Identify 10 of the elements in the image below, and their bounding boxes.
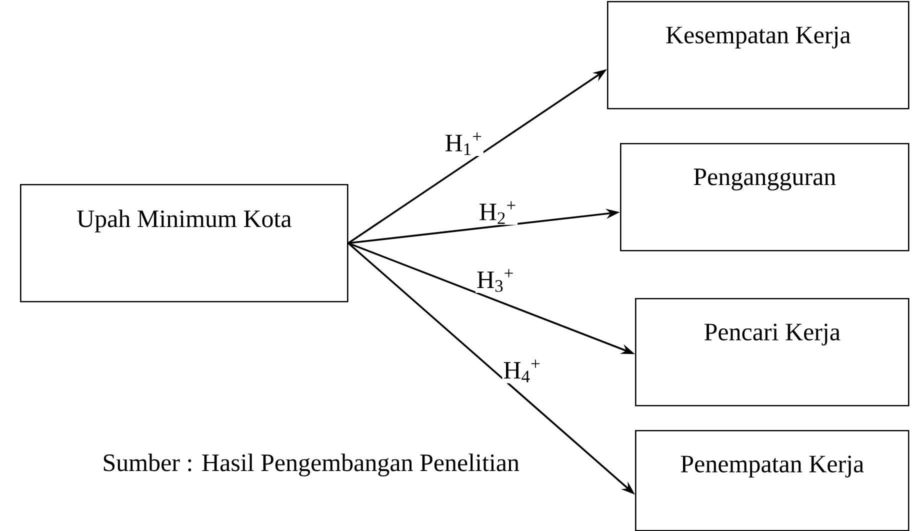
text-box: Pengangguran: [620, 143, 910, 252]
text-box: Upah Minimum Kota: [20, 184, 348, 302]
text-box: Kesempatan Kerja: [607, 1, 910, 110]
edge-label: H$_{3}$+: [476, 268, 516, 293]
text-box: Pencari Kerja: [635, 298, 910, 406]
edge-label: H$_{2}$+: [478, 200, 518, 225]
edge-label: H$_{4}$+: [502, 358, 542, 384]
caption: Sumber : Hasil Pengembangan Penelitian: [104, 454, 520, 476]
text-box: Penempatan Kerja: [635, 430, 910, 531]
edge-label: H$_{1}$+: [444, 131, 484, 156]
